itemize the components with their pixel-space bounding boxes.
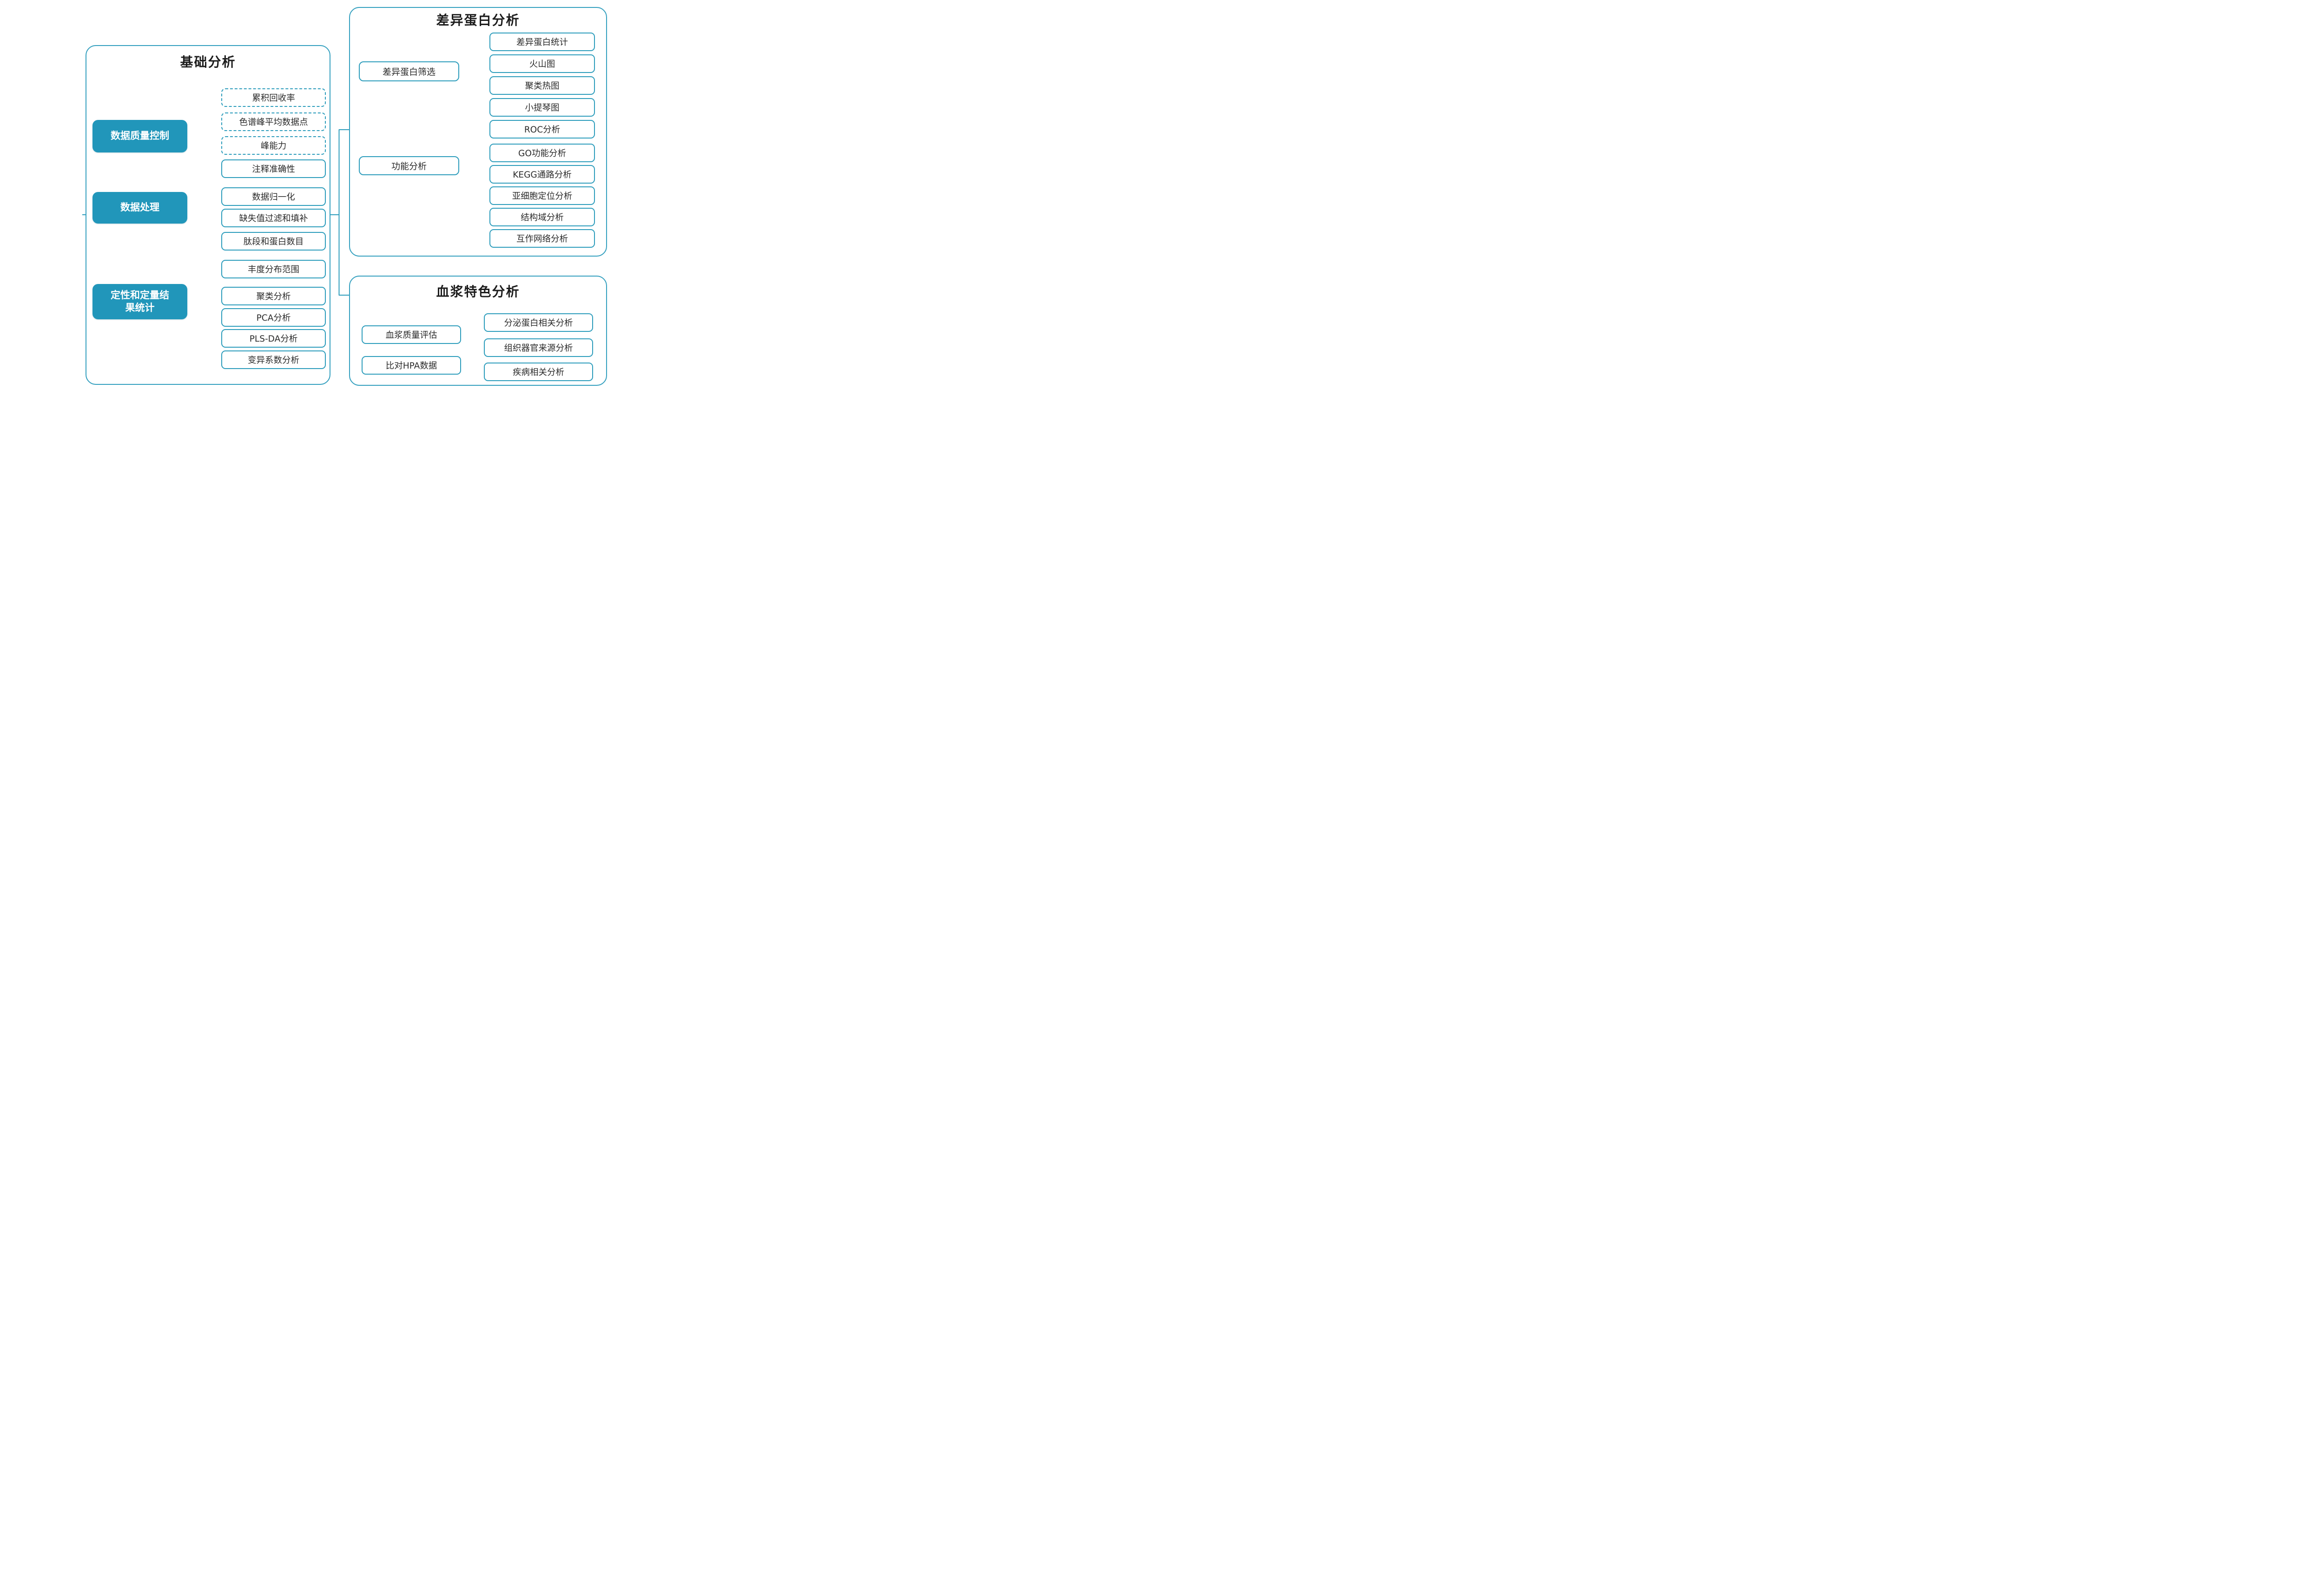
node-hpa-comparison: 比对HPA数据 [362, 356, 461, 375]
node-cluster-heatmap: 聚类热图 [489, 76, 595, 95]
node-violin-plot: 小提琴图 [489, 98, 595, 117]
node-annotation-accuracy: 注释准确性 [221, 159, 326, 178]
node-abundance-distribution-range: 丰度分布范围 [221, 260, 326, 278]
node-subcellular-localization-analysis: 亚细胞定位分析 [489, 186, 595, 205]
node-missing-value-filter-impute: 缺失值过滤和填补 [221, 209, 326, 227]
node-tissue-organ-origin-analysis: 组织器官来源分析 [484, 338, 593, 357]
node-volcano-plot: 火山图 [489, 54, 595, 73]
node-pls-da-analysis: PLS-DA分析 [221, 329, 326, 348]
node-secreted-protein-analysis: 分泌蛋白相关分析 [484, 313, 593, 332]
node-roc-analysis: ROC分析 [489, 120, 595, 139]
node-functional-analysis: 功能分析 [359, 156, 459, 175]
node-data-processing: 数据处理 [92, 192, 187, 224]
node-diff-protein-stats: 差异蛋白统计 [489, 33, 595, 51]
node-diff-protein-screening: 差异蛋白筛选 [359, 61, 459, 81]
node-disease-related-analysis: 疾病相关分析 [484, 363, 593, 381]
title-basic-analysis: 基础分析 [180, 54, 236, 70]
mindmap-diagram: 基础分析 数据质量控制 累积回收率 色谱峰平均数据点 峰能力 注释准确性 数据处… [0, 0, 697, 393]
node-cluster-analysis: 聚类分析 [221, 287, 326, 305]
title-diff-protein-analysis: 差异蛋白分析 [436, 13, 520, 28]
node-data-quality-control: 数据质量控制 [92, 120, 187, 152]
node-go-function-analysis: GO功能分析 [489, 144, 595, 162]
node-pca-analysis: PCA分析 [221, 308, 326, 327]
node-cumulative-recovery-rate: 累积回收率 [221, 88, 326, 107]
node-peak-capacity: 峰能力 [221, 136, 326, 155]
title-plasma-analysis: 血浆特色分析 [436, 284, 520, 299]
node-qual-quant-result-stats: 定性和定量结 果统计 [92, 284, 187, 319]
node-data-normalization: 数据归一化 [221, 187, 326, 206]
node-kegg-pathway-analysis: KEGG通路分析 [489, 165, 595, 184]
node-domain-analysis: 结构域分析 [489, 208, 595, 226]
node-cv-analysis: 变异系数分析 [221, 350, 326, 369]
node-plasma-quality-assessment: 血浆质量评估 [362, 325, 461, 344]
node-peptide-protein-count: 肽段和蛋白数目 [221, 232, 326, 251]
node-chromatographic-peak-avg-data-points: 色谱峰平均数据点 [221, 112, 326, 131]
node-ppi-network-analysis: 互作网络分析 [489, 229, 595, 248]
connector-panels [330, 129, 349, 296]
